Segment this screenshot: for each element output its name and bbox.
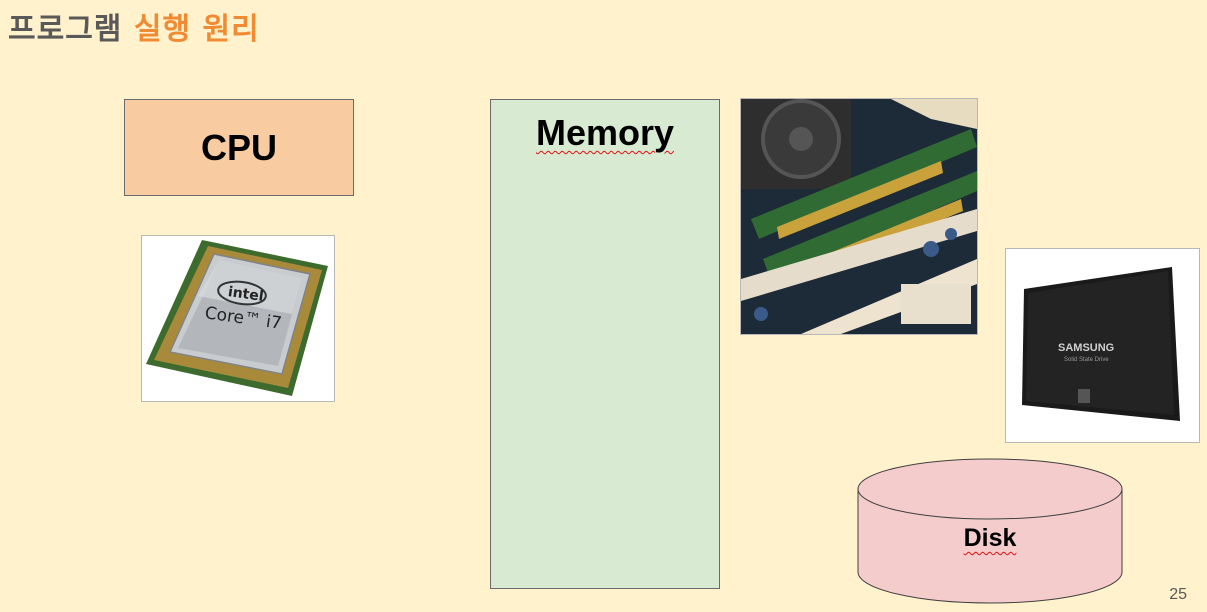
title-part-1: 프로그램: [8, 12, 123, 47]
memory-box: Memory: [490, 99, 720, 589]
slide-title: 프로그램 실행 원리: [8, 4, 260, 48]
disk-shape: [857, 458, 1123, 604]
cpu-chip-image: intel Core™ i7: [141, 235, 335, 402]
title-part-2: 실행 원리: [133, 12, 260, 47]
ssd-subtitle: Solid State Drive: [1064, 357, 1109, 363]
memory-label: Memory: [535, 112, 675, 153]
cpu-chip-logo: intel: [227, 284, 265, 305]
ssd-brand: SAMSUNG: [1058, 342, 1114, 354]
cpu-chip-graphic: intel Core™ i7: [146, 240, 328, 396]
page-number: 25: [1169, 586, 1187, 603]
disk-label: Disk: [963, 524, 1017, 552]
cpu-label: CPU: [200, 126, 277, 168]
disk-cylinder: Disk: [857, 458, 1123, 604]
ram-modules-graphic: [741, 99, 977, 334]
cpu-box: CPU: [124, 99, 354, 196]
ram-modules-image: [740, 98, 978, 335]
ssd-graphic: SAMSUNG Solid State Drive: [1006, 249, 1199, 442]
ssd-image: SAMSUNG Solid State Drive: [1005, 248, 1200, 443]
